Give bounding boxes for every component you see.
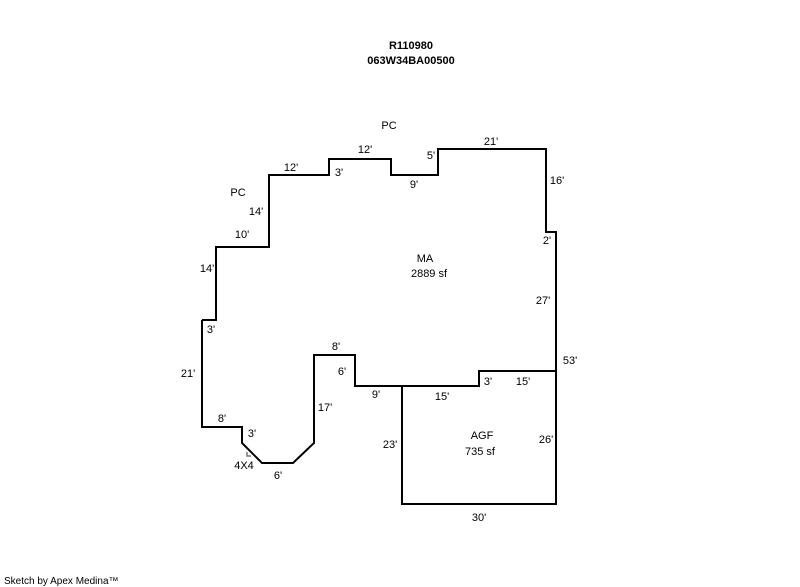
dim: 23' <box>383 439 397 451</box>
dim: 8' <box>332 341 340 353</box>
dim: 9' <box>410 179 418 191</box>
dim: 53' <box>563 355 577 367</box>
dim: 3' <box>335 167 343 179</box>
dim: 3' <box>207 324 215 336</box>
dim: 3' <box>248 428 256 440</box>
label-ma-size: 2889 sf <box>411 268 448 280</box>
dim: 17' <box>318 402 332 414</box>
account-number: R110980 <box>389 40 433 52</box>
dim: 12' <box>284 162 298 174</box>
garage-outline <box>401 371 557 505</box>
dim: 6' <box>274 470 282 482</box>
dim: 3' <box>484 376 492 388</box>
dim: 8' <box>218 413 226 425</box>
label-agf: AGF <box>471 430 494 442</box>
dim: 30' <box>472 512 486 524</box>
label-ma: MA <box>417 253 434 265</box>
map-number: 063W34BA00500 <box>367 55 454 67</box>
dim: 14' <box>200 263 214 275</box>
deck-marker-icon <box>246 452 251 457</box>
dim: 15' <box>435 391 449 403</box>
dim: 15' <box>516 376 530 388</box>
dim: 5' <box>427 150 435 162</box>
dim: 10' <box>235 229 249 241</box>
label-4x4: 4X4 <box>234 460 254 472</box>
dim: 16' <box>550 175 564 187</box>
dim: 21' <box>484 136 498 148</box>
dim: 6' <box>338 366 346 378</box>
label-pc-left: PC <box>230 187 245 199</box>
label-agf-size: 735 sf <box>465 446 496 458</box>
label-pc-top: PC <box>381 120 396 132</box>
dim: 9' <box>372 389 380 401</box>
dim: 21' <box>181 368 195 380</box>
main-area-outline <box>201 148 557 464</box>
dim: 2' <box>543 235 551 247</box>
footer-credit: Sketch by Apex Medina™ <box>4 576 119 587</box>
dim: 26' <box>539 434 553 446</box>
dim: 14' <box>249 206 263 218</box>
dim: 12' <box>358 144 372 156</box>
dim: 27' <box>536 295 550 307</box>
